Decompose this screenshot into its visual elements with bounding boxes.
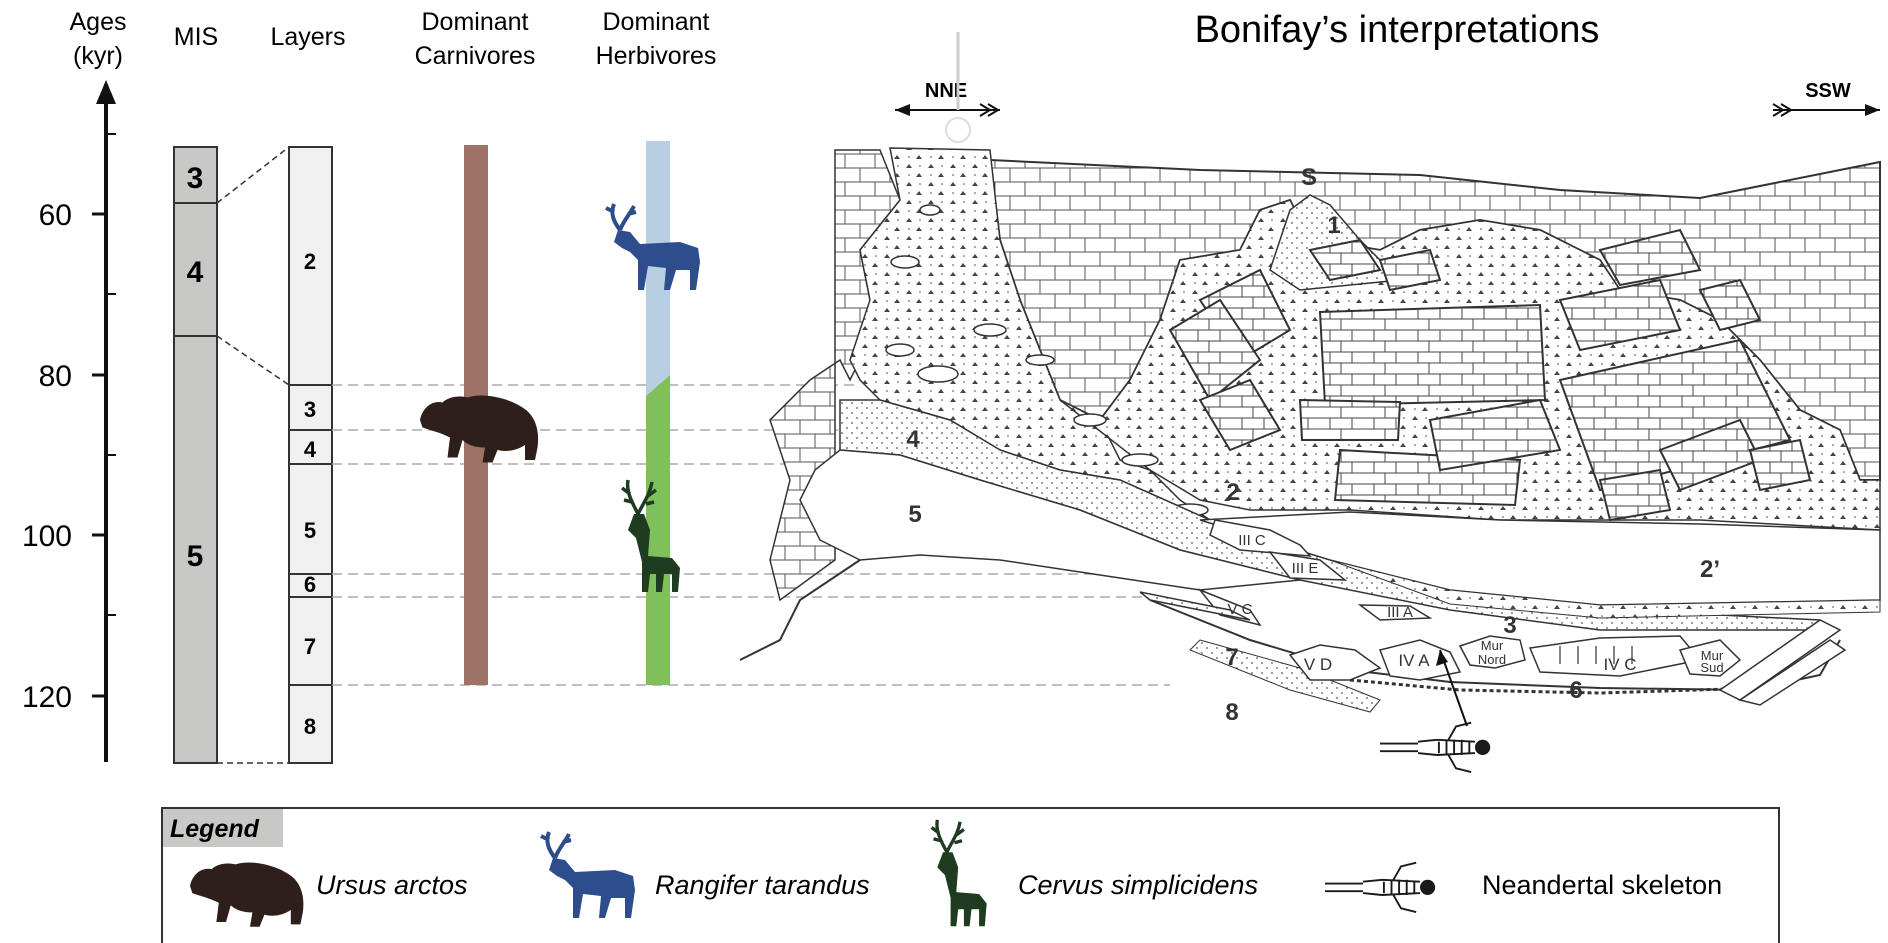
section-title: Bonifay’s interpretations — [1195, 9, 1600, 51]
layer-4: 4 — [304, 437, 317, 462]
layer-8: 8 — [304, 714, 316, 739]
section-label-4: 4 — [906, 426, 920, 453]
age-tick-60: 60 — [39, 199, 72, 232]
carnivores-header-1: Dominant — [422, 8, 529, 36]
section-label-mur-nord-2: Nord — [1478, 652, 1506, 667]
section-label-5: 5 — [908, 501, 921, 528]
legend-label-neandertal: Neandertal skeleton — [1482, 870, 1722, 900]
section-label-mur-sud-2: Sud — [1700, 660, 1723, 675]
herbivores-header-2: Herbivores — [596, 42, 717, 70]
direction-nne: NNE — [925, 80, 967, 102]
mis-stage-4: 4 — [187, 256, 204, 289]
section-label-mur-nord-1: Mur — [1481, 638, 1504, 653]
direction-ssw: SSW — [1805, 80, 1851, 102]
ages-header: Ages — [70, 8, 127, 36]
section-label-6: 6 — [1569, 677, 1582, 704]
mis-column: 3 4 5 — [174, 147, 217, 763]
mis-layer-connectors — [217, 147, 289, 763]
section-label-s: S — [1301, 164, 1317, 191]
age-tick-120: 120 — [22, 681, 72, 714]
layers-column: 2 3 4 5 6 7 8 — [289, 147, 332, 763]
nne-arrow-icon — [895, 104, 1000, 116]
mis-stage-3: 3 — [187, 162, 204, 195]
section-label-iii-c: III C — [1238, 532, 1266, 549]
age-tick-100: 100 — [22, 520, 72, 553]
section-label-v-c: V C — [1227, 601, 1252, 618]
layer-2: 2 — [304, 249, 316, 274]
legend: Legend Ursus arctos Rangifer tarandus Ce… — [162, 808, 1779, 943]
layer-5: 5 — [304, 518, 316, 543]
carnivores-header-2: Carnivores — [415, 42, 536, 70]
ssw-arrow-icon — [1773, 104, 1880, 116]
section-label-8: 8 — [1225, 699, 1238, 726]
skeleton-icon — [1380, 723, 1489, 772]
legend-label-ursus: Ursus arctos — [316, 870, 468, 900]
herbivores-header-1: Dominant — [603, 8, 710, 36]
legend-label-rangifer: Rangifer tarandus — [655, 870, 870, 900]
axis-arrow-icon — [96, 80, 116, 104]
section-label-2: 2 — [1226, 479, 1239, 506]
ages-unit: (kyr) — [73, 42, 123, 70]
layers-header: Layers — [270, 23, 345, 51]
section-label-7: 7 — [1225, 644, 1238, 671]
layer-3: 3 — [304, 397, 316, 422]
legend-label-cervus: Cervus simplicidens — [1018, 870, 1258, 900]
section-label-v-d: V D — [1304, 655, 1332, 674]
section-label-iii-e: III E — [1292, 560, 1319, 577]
mis-stage-5: 5 — [187, 540, 204, 573]
section-label-iii-a: III A — [1387, 604, 1413, 621]
section-label-2-prime: 2’ — [1700, 556, 1720, 583]
section-label-iv-a: IV A — [1398, 651, 1430, 670]
layer-6: 6 — [304, 572, 316, 597]
age-axis: 60 80 100 120 — [22, 80, 116, 762]
cross-section: NNE SSW — [740, 32, 1880, 772]
section-label-1: 1 — [1327, 212, 1340, 239]
legend-title: Legend — [170, 815, 260, 843]
section-label-iv-c: IV C — [1603, 655, 1636, 674]
layer-7: 7 — [304, 634, 316, 659]
mis-header: MIS — [174, 23, 218, 51]
age-tick-80: 80 — [39, 360, 72, 393]
section-label-3: 3 — [1503, 612, 1516, 639]
